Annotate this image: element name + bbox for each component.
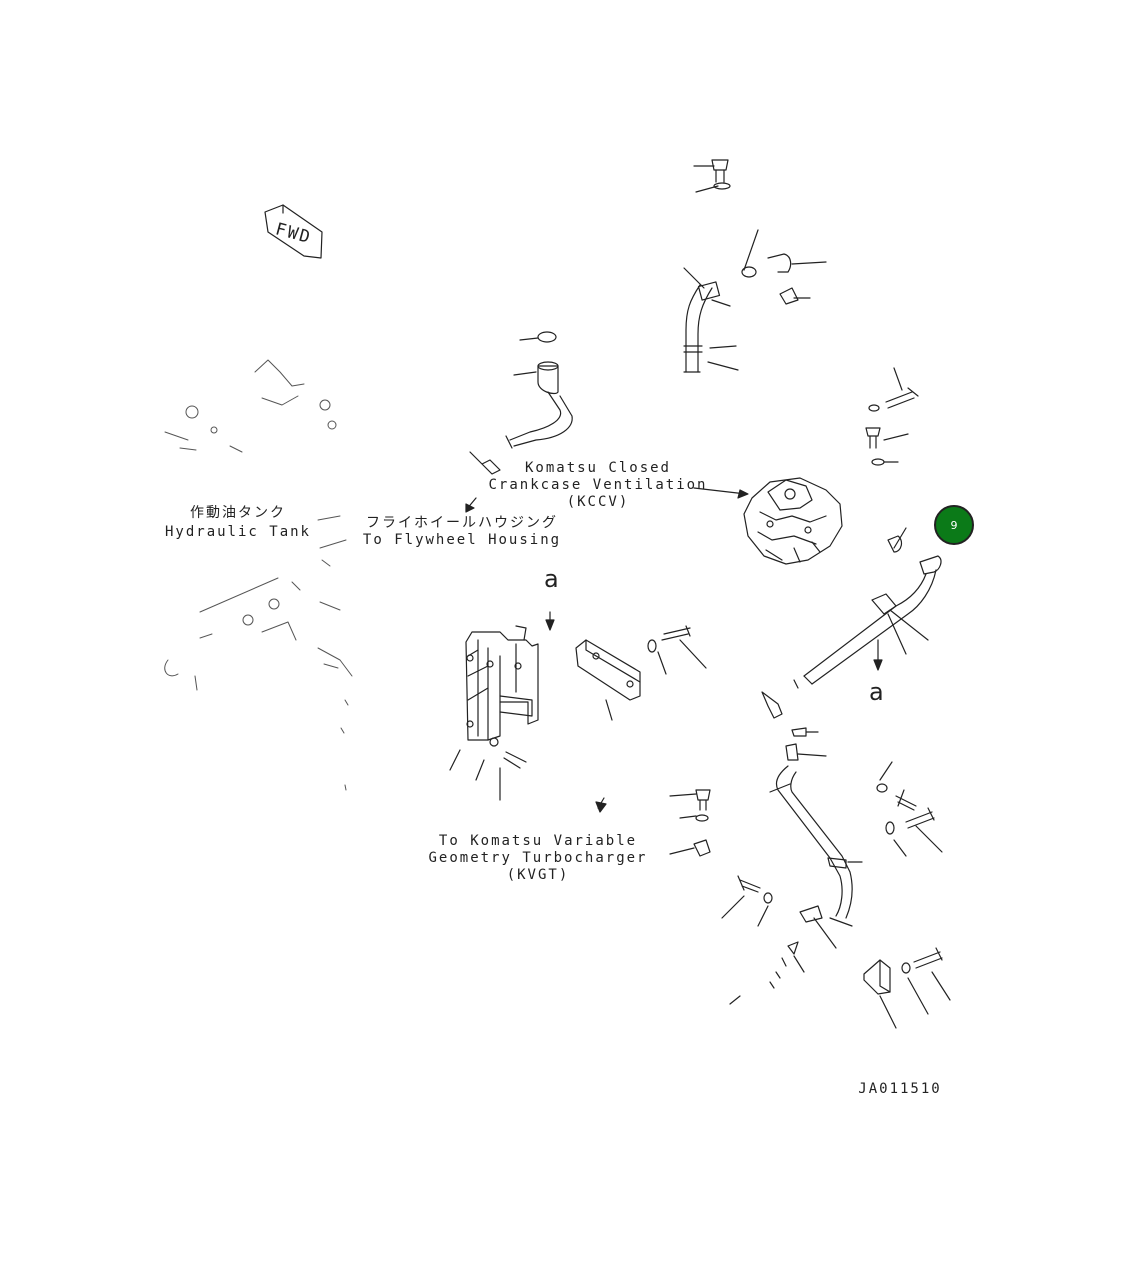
label-kccv-line-3: (KCCV) xyxy=(567,494,630,510)
kvgt-arrow xyxy=(596,798,606,812)
callout-badge-number: 9 xyxy=(950,518,958,532)
callout-badge-9[interactable]: 9 xyxy=(934,505,974,545)
hydraulic-tank-sketch xyxy=(165,360,352,790)
plate-bracket xyxy=(576,626,706,720)
l-bracket-bottom xyxy=(864,948,950,1028)
label-hydraulic-tank-jp: 作動油タンク xyxy=(190,505,286,521)
marker-a-top: a xyxy=(544,565,559,593)
label-kvgt-line-3: (KVGT) xyxy=(507,867,570,883)
label-hydraulic-tank-en: Hydraulic Tank xyxy=(165,524,311,540)
fwd-tag-text: FWD xyxy=(273,219,314,248)
tube-top-right xyxy=(684,160,826,372)
label-kccv-line-2: Crankcase Ventilation xyxy=(488,477,707,493)
label-kccv-line-1: Komatsu Closed xyxy=(525,460,671,476)
bolt-group-right xyxy=(866,368,918,465)
tube-right-long xyxy=(794,528,941,688)
bracket-left xyxy=(450,612,554,800)
hose-upper-middle xyxy=(506,332,572,448)
kccv-unit xyxy=(694,478,842,564)
drawing-id: JA011510 xyxy=(858,1081,941,1097)
label-flywheel-en: To Flywheel Housing xyxy=(363,532,561,548)
label-kvgt-line-2: Geometry Turbocharger xyxy=(428,850,647,866)
fwd-direction-tag: FWD xyxy=(265,205,322,258)
tube-lower-right xyxy=(670,692,942,1004)
label-flywheel-jp: フライホイールハウジング xyxy=(366,515,558,531)
flywheel-fitting xyxy=(466,452,500,512)
marker-a-right: a xyxy=(869,678,884,706)
label-kvgt-line-1: To Komatsu Variable xyxy=(439,833,637,849)
